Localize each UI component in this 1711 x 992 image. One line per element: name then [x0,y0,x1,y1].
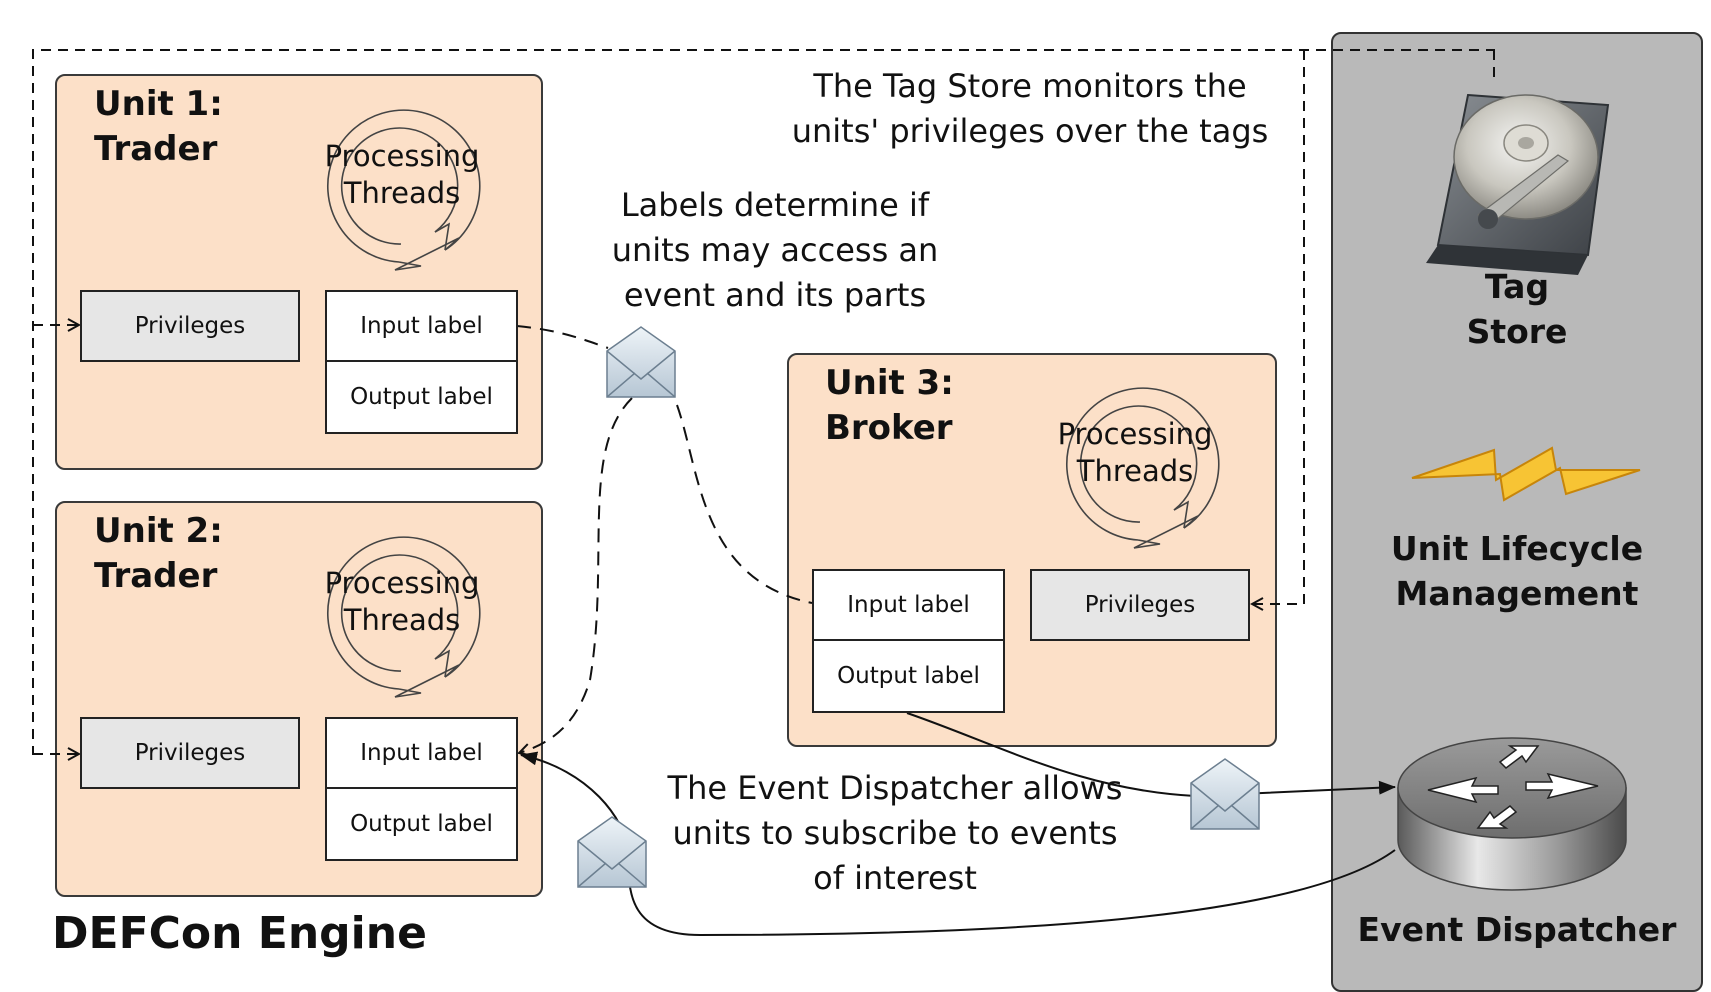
unit-3-input-label: Input label [812,569,1005,641]
lifecycle-line1: Unit Lifecycle [1390,529,1644,568]
unit-1-processing-line1: Processing [324,139,480,173]
unit-1-title-line1: Unit 1: [94,84,223,124]
unit-3-processing-line1: Processing [1057,417,1213,451]
unit-3-processing-icon [1065,387,1220,549]
unit-2-privileges: Privileges [80,717,300,789]
tag-store-line2: Store [1466,312,1568,351]
tag-store-monitor-line-units-1-2 [32,49,1495,755]
unit3-to-dispatcher-line [906,712,1396,798]
unit-1-processing-line2: Threads [343,176,461,210]
unit-1-processing-icon [326,109,481,271]
unit-2-title: Unit 2: Trader [94,509,223,599]
unit-1-title-line2: Trader [94,129,218,169]
event-flow-unit1-to-envelope [516,325,609,349]
tag-store-monitor-line1: The Tag Store monitors the [813,67,1247,105]
event-dispatcher-label: Event Dispatcher [1357,910,1677,949]
unit-3-privileges: Privileges [1030,569,1250,641]
labels-line3: event and its parts [623,276,927,314]
tag-store-disk-icon [1426,93,1610,275]
engine-title: DEFCon Engine [52,908,427,959]
unit-1-output-label: Output label [325,360,518,434]
envelope-icon-dispatch-out [577,816,647,888]
labels-line1: Labels determine if [620,186,930,224]
tag-store-monitor-line-unit-3b [1252,50,1305,604]
labels-note: Labels determine if units may access an ev… [590,183,960,318]
tag-store-line1: Tag [1484,267,1550,306]
unit-3-title-line1: Unit 3: [825,363,954,403]
envelope-icon-dispatch-in [1190,758,1260,830]
unit-3-processing-line2: Threads [1076,454,1194,488]
dispatcher-note: The Event Dispatcher allows units to subs… [650,766,1140,901]
diagram-graphics [32,49,1641,937]
labels-line2: units may access an [611,231,939,269]
dispatcher-line3: of interest [813,859,977,897]
dispatcher-to-unit2-line [520,751,1396,937]
unit-1-privileges: Privileges [80,290,300,362]
event-flow-envelope-to-unit2 [519,397,633,753]
tag-store-monitor-line2: units' privileges over the tags [791,112,1269,150]
unit-2-output-label: Output label [325,787,518,861]
dispatcher-line1: The Event Dispatcher allows [667,769,1123,807]
unit-2-title-line2: Trader [94,556,218,596]
unit-2-processing-icon [326,536,481,698]
tag-store-monitor-note: The Tag Store monitors the units' privile… [780,64,1280,154]
envelope-icon-labels [606,326,676,398]
unit-2-input-label: Input label [325,717,518,789]
unit-3-title: Unit 3: Broker [825,361,954,451]
unit-3-output-label: Output label [812,639,1005,713]
lifecycle-line2: Management [1395,574,1639,613]
unit-1-input-label: Input label [325,290,518,362]
dispatcher-line2: units to subscribe to events [672,814,1118,852]
unit-2-title-line1: Unit 2: [94,511,223,551]
event-flow-envelope-to-unit3 [676,404,813,604]
unit-3-title-line2: Broker [825,408,953,448]
unit-2-processing-line2: Threads [343,603,461,637]
unit-1-title: Unit 1: Trader [94,82,223,172]
event-dispatcher-router-icon [1397,737,1627,891]
unit-2-processing-line1: Processing [324,566,480,600]
lifecycle-lightning-icon [1411,446,1641,502]
